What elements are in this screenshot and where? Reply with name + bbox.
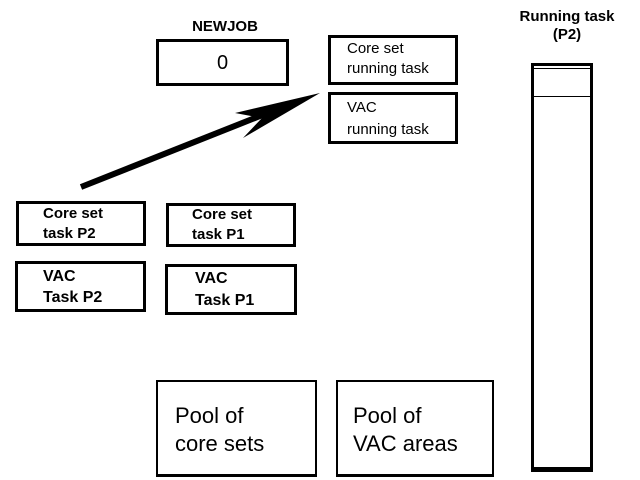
newjob-box: 0 bbox=[156, 39, 289, 86]
pool-vac-areas-label: Pool of VAC areas bbox=[353, 403, 458, 456]
core-set-task-p2-box: Core set task P2 bbox=[16, 201, 146, 246]
stack-slot-divider bbox=[534, 96, 590, 97]
pool-core-sets-box: Pool of core sets bbox=[156, 380, 317, 477]
running-task-title: Running task (P2) bbox=[519, 8, 615, 43]
core-set-task-p1-label: Core set task P1 bbox=[192, 206, 253, 243]
newjob-title: NEWJOB bbox=[192, 18, 258, 35]
vac-running-task-box: VAC running task bbox=[328, 92, 458, 144]
vac-task-p1-box: VAC Task P1 bbox=[165, 264, 297, 315]
vac-running-task-label: VAC running task bbox=[347, 99, 429, 138]
running-task-stack bbox=[531, 63, 593, 472]
pool-vac-areas-box: Pool of VAC areas bbox=[336, 380, 494, 477]
stack-top-line bbox=[534, 68, 590, 69]
vac-task-p2-box: VAC Task P2 bbox=[15, 261, 146, 312]
vac-task-p1-label: VAC Task P1 bbox=[195, 270, 255, 309]
newjob-value: 0 bbox=[216, 52, 229, 74]
core-set-running-task-box: Core set running task bbox=[328, 35, 458, 85]
core-set-running-task-label: Core set running task bbox=[347, 40, 429, 77]
arrow-shaft bbox=[79, 109, 272, 190]
vac-task-p2-label: VAC Task P2 bbox=[43, 268, 103, 306]
core-set-task-p2-label: Core set task P2 bbox=[43, 205, 104, 242]
core-set-task-p1-box: Core set task P1 bbox=[166, 203, 296, 247]
arrow-head bbox=[235, 93, 320, 138]
pool-core-sets-label: Pool of core sets bbox=[175, 403, 265, 456]
